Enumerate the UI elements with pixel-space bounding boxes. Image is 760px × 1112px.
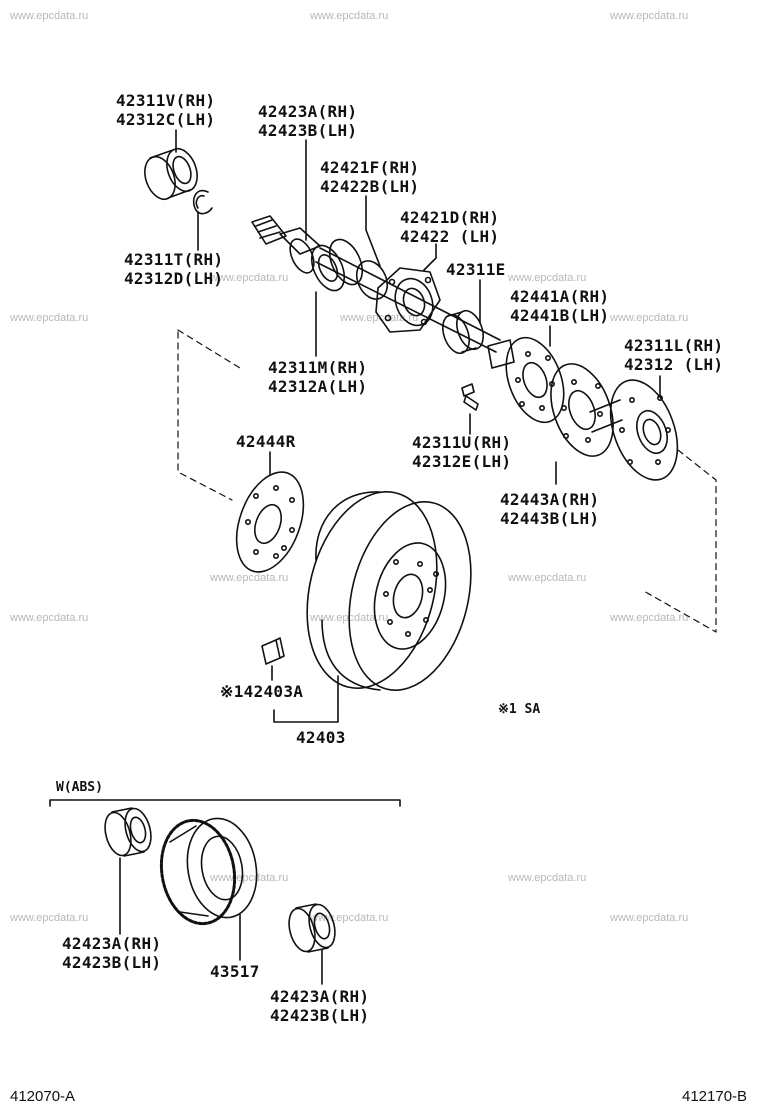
oil-seal-42311e — [442, 309, 484, 355]
spacer-42421f — [355, 260, 389, 300]
watermark: www.epcdata.ru — [610, 912, 689, 924]
axle-hub-42311l — [589, 379, 679, 481]
footnote-1-sa: ※1 SA — [498, 702, 541, 717]
part-label-42423b: 42423B(LH) — [258, 121, 358, 140]
part-label-42444r: 42444R — [236, 432, 296, 451]
part-label-42312a: 42312A(LH) — [268, 377, 368, 396]
part-label-42311l: 42311L(RH) — [624, 336, 724, 355]
gasket-42443a — [550, 363, 614, 457]
watermark: www.epcdata.ru — [10, 10, 89, 22]
watermark: www.epcdata.ru — [310, 10, 389, 22]
bearing-case-42421d — [375, 267, 441, 333]
watermark: www.epcdata.ru — [508, 872, 587, 884]
shim-plate-42444r — [235, 471, 305, 573]
part-label-42423b-lower-1: 42423B(LH) — [62, 953, 162, 972]
hub-bolt-42311u — [461, 383, 479, 411]
part-label-42311t: 42311T(RH) — [124, 250, 224, 269]
part-label-42422b: 42422B(LH) — [320, 177, 420, 196]
watermark: www.epcdata.ru — [508, 272, 587, 284]
snap-ring-42311t — [192, 189, 213, 215]
watermark: www.epcdata.ru — [340, 312, 419, 324]
watermark: www.epcdata.ru — [610, 312, 689, 324]
part-label-42311m: 42311M(RH) — [268, 358, 368, 377]
part-label-42441a: 42441A(RH) — [510, 287, 610, 306]
part-label-42312d: 42312D(LH) — [124, 269, 224, 288]
part-label-42423a-lower-1: 42423A(RH) — [62, 934, 162, 953]
part-label-42421f: 42421F(RH) — [320, 158, 420, 177]
illustration-code-left: 412070-A — [10, 1088, 76, 1105]
part-label-42422: 42422 (LH) — [400, 227, 500, 246]
abs-bracket — [49, 799, 401, 807]
watermark: www.epcdata.ru — [610, 612, 689, 624]
part-label-42311u: 42311U(RH) — [412, 433, 512, 452]
illustration-code-right: 412170-B — [682, 1088, 748, 1105]
watermark: www.epcdata.ru — [310, 912, 389, 924]
watermark: www.epcdata.ru — [508, 572, 587, 584]
stub-shaft — [487, 339, 515, 369]
part-label-42423a-lower-2: 42423A(RH) — [270, 987, 370, 1006]
part-label-42423a: 42423A(RH) — [258, 102, 358, 121]
abs-rotor-43517 — [159, 817, 258, 926]
part-label-42312e: 42312E(LH) — [412, 452, 512, 471]
part-label-42443b: 42443B(LH) — [500, 509, 600, 528]
part-label-42423b-lower-2: 42423B(LH) — [270, 1006, 370, 1025]
bearing-42423a-lower-2 — [288, 903, 336, 953]
abs-group-label: W(ABS) — [56, 780, 103, 795]
watermark: www.epcdata.ru — [210, 272, 289, 284]
part-label-42311e: 42311E — [446, 260, 506, 279]
part-label-42443a: 42443A(RH) — [500, 490, 600, 509]
watermark: www.epcdata.ru — [210, 572, 289, 584]
watermark: www.epcdata.ru — [210, 872, 289, 884]
part-label-42312: 42312 (LH) — [624, 355, 724, 374]
gasket-42441a — [505, 336, 565, 424]
part-label-42403: 42403 — [296, 728, 346, 747]
alignment-guides — [177, 329, 717, 633]
part-label-42421d: 42421D(RH) — [400, 208, 500, 227]
watermark: www.epcdata.ru — [10, 912, 89, 924]
part-label-42312c: 42312C(LH) — [116, 110, 216, 129]
bearing-42311m — [289, 238, 364, 292]
watermark: www.epcdata.ru — [610, 10, 689, 22]
watermark: www.epcdata.ru — [10, 612, 89, 624]
plug-142403a — [261, 637, 285, 665]
bearing-42311v — [144, 147, 198, 201]
brake-drum-42403 — [306, 491, 472, 691]
watermark: www.epcdata.ru — [10, 312, 89, 324]
part-label-43517: 43517 — [210, 962, 260, 981]
part-label-42311v: 42311V(RH) — [116, 91, 216, 110]
part-label-42441b: 42441B(LH) — [510, 306, 610, 325]
part-label-142403a: ※142403A — [220, 682, 304, 701]
bearing-42423a-lower-1 — [104, 807, 152, 857]
